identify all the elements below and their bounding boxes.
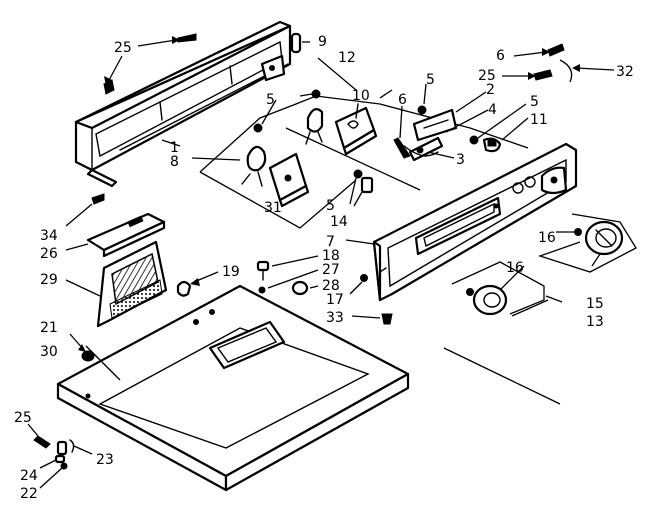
callout-6-top-right: 6 bbox=[496, 48, 505, 64]
hinge-23 bbox=[56, 439, 93, 456]
callout-3: 3 bbox=[456, 152, 465, 168]
callout-1: 1 bbox=[170, 140, 179, 156]
screw-18 bbox=[256, 255, 319, 281]
callout-29: 29 bbox=[40, 272, 58, 288]
callout-10: 10 bbox=[352, 88, 370, 104]
top-cover-30 bbox=[56, 284, 410, 492]
spring-24 bbox=[39, 454, 66, 469]
screw-25-rear-top bbox=[137, 33, 197, 47]
screw-25-rear-left bbox=[103, 55, 123, 95]
knob-13 bbox=[472, 284, 508, 316]
callout-34: 34 bbox=[40, 228, 58, 244]
callout-19: 19 bbox=[222, 264, 240, 280]
switch-12 bbox=[305, 108, 324, 145]
knob-11 bbox=[482, 137, 502, 153]
callout-25-top-left: 25 bbox=[114, 40, 132, 56]
callout-5-a: 5 bbox=[266, 92, 275, 108]
screw-6-top-right bbox=[513, 43, 565, 57]
callout-16-left: 16 bbox=[506, 260, 524, 276]
nut-5-c bbox=[417, 105, 427, 115]
skirt-16-right bbox=[574, 228, 582, 236]
callout-23: 23 bbox=[96, 452, 114, 468]
plug-21 bbox=[69, 333, 95, 362]
callout-labels: 25 9 12 5 10 1 8 5 6 2 5 4 11 3 6 25 32 … bbox=[14, 34, 634, 502]
callout-24: 24 bbox=[20, 468, 38, 484]
screw-6-middle bbox=[393, 137, 411, 159]
timer-bracket-10 bbox=[334, 103, 378, 156]
callout-31: 31 bbox=[264, 200, 282, 216]
screw-34 bbox=[65, 193, 105, 227]
nut-5-d bbox=[353, 169, 363, 179]
nut-5-e bbox=[469, 135, 479, 145]
callout-25-bottom: 25 bbox=[14, 410, 32, 426]
bracket-32 bbox=[559, 59, 615, 83]
knob-15 bbox=[584, 220, 624, 256]
nut-5-b bbox=[311, 89, 321, 99]
callout-14: 14 bbox=[330, 214, 348, 230]
callout-5-b: 5 bbox=[426, 72, 435, 88]
lamp-4 bbox=[408, 136, 444, 162]
callout-5-d: 5 bbox=[326, 198, 335, 214]
hinge-clip-19 bbox=[176, 271, 219, 297]
callout-28: 28 bbox=[322, 278, 340, 294]
clip-9 bbox=[290, 32, 310, 54]
callout-21: 21 bbox=[40, 320, 58, 336]
callout-32: 32 bbox=[616, 64, 634, 80]
callout-25-top-right: 25 bbox=[478, 68, 496, 84]
switch-bracket-2 bbox=[412, 108, 458, 142]
callout-18: 18 bbox=[322, 248, 340, 264]
callout-2: 2 bbox=[486, 82, 495, 98]
timer-knob-8 bbox=[241, 145, 267, 187]
knob-region-lines bbox=[451, 213, 637, 317]
switch-14 bbox=[353, 176, 374, 207]
callout-26: 26 bbox=[40, 246, 58, 262]
callout-15: 15 bbox=[586, 296, 604, 312]
callout-9: 9 bbox=[318, 34, 327, 50]
callout-7: 7 bbox=[326, 234, 335, 250]
screw-25-bottom bbox=[27, 423, 51, 449]
callout-30: 30 bbox=[40, 344, 58, 360]
clip-27 bbox=[258, 269, 319, 294]
screw-17 bbox=[349, 274, 368, 295]
control-panel-7 bbox=[372, 142, 578, 302]
callout-17: 17 bbox=[326, 292, 344, 308]
callout-22: 22 bbox=[20, 486, 38, 502]
skirt-16-left bbox=[466, 288, 474, 296]
lint-screen-29 bbox=[65, 240, 168, 328]
leader-lines bbox=[85, 57, 601, 405]
nut-5-a bbox=[253, 123, 263, 133]
callout-12: 12 bbox=[338, 50, 356, 66]
callout-5-c: 5 bbox=[530, 94, 539, 110]
callout-6-middle: 6 bbox=[398, 92, 407, 108]
callout-27: 27 bbox=[322, 262, 340, 278]
screw-33 bbox=[351, 313, 393, 325]
callout-11: 11 bbox=[530, 112, 548, 128]
rear-console-panel bbox=[74, 20, 292, 188]
callout-8: 8 bbox=[170, 154, 179, 170]
callout-4: 4 bbox=[488, 102, 497, 118]
timer-31 bbox=[268, 152, 310, 208]
screw-25-top-right bbox=[502, 69, 553, 81]
callout-13: 13 bbox=[586, 314, 604, 330]
callout-33: 33 bbox=[326, 310, 344, 326]
screw-22 bbox=[39, 462, 68, 489]
grommet-28 bbox=[291, 280, 319, 296]
callout-16-right: 16 bbox=[538, 230, 556, 246]
lint-cover-26 bbox=[65, 212, 166, 258]
